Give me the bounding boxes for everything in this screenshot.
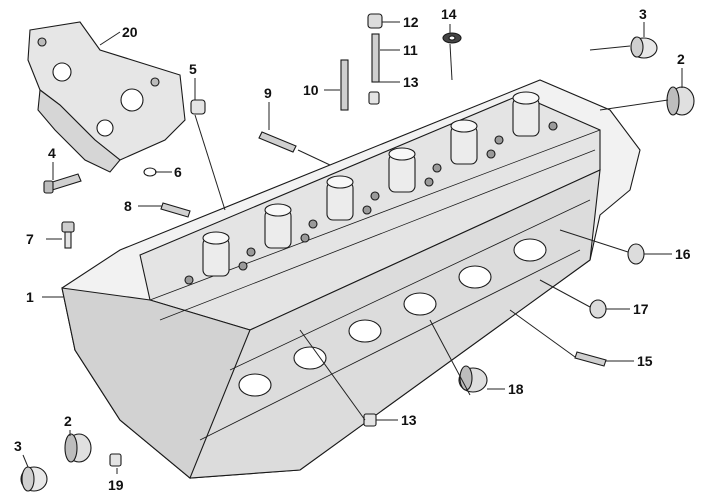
- callout-8: 8: [124, 198, 132, 214]
- stud-9: [258, 131, 297, 153]
- callout-18: 18: [508, 381, 524, 397]
- sleeve-5: [190, 99, 206, 115]
- port-opening: [238, 373, 272, 397]
- cam-carrier-tower: [432, 119, 496, 173]
- ports: [238, 238, 547, 397]
- port-opening: [403, 292, 437, 316]
- callout-10: 10: [303, 82, 319, 98]
- cap-bolt: [424, 177, 434, 187]
- callout-17: 17: [633, 301, 649, 317]
- sleeve-13-bottom: [363, 413, 377, 427]
- sleeve-13-top: [368, 91, 380, 105]
- port-opening: [458, 265, 492, 289]
- cam-carrier-tower: [308, 175, 372, 229]
- plug-3-bottom: [20, 466, 48, 492]
- cap-bolt: [432, 163, 442, 173]
- bolt-4: [43, 173, 82, 194]
- cap-bolt: [494, 135, 504, 145]
- plug-18: [458, 365, 488, 393]
- cam-carrier-tower: [370, 147, 434, 201]
- seal-2-bottom: [64, 433, 92, 463]
- callout-labels: 1 2 2 3 3 4 5 6 7 8 9 10 11 12 13 13 14 …: [14, 6, 691, 493]
- leader-lines: [22, 21, 683, 474]
- callout-7: 7: [26, 231, 34, 247]
- callout-19: 19: [108, 477, 124, 493]
- callout-9: 9: [264, 85, 272, 101]
- port-opening: [513, 238, 547, 262]
- cam-carrier-tower: [184, 231, 248, 285]
- cap-bolt: [308, 219, 318, 229]
- cap-bolt: [370, 191, 380, 201]
- sleeve-19: [109, 453, 122, 467]
- plug-3-top: [630, 36, 658, 59]
- stud-15: [574, 351, 607, 367]
- callout-13-bottom: 13: [401, 412, 417, 428]
- stud-10: [340, 59, 349, 111]
- sensor-7: [61, 221, 75, 249]
- stud-8: [160, 202, 191, 218]
- seal-2-top: [666, 86, 695, 116]
- stud-11: [371, 33, 380, 83]
- o-ring-6: [143, 167, 157, 177]
- callout-20: 20: [122, 24, 138, 40]
- callout-11: 11: [403, 42, 418, 58]
- cap-bolt: [300, 233, 310, 243]
- port-opening: [293, 346, 327, 370]
- plug-17: [589, 299, 607, 319]
- cap-bolt: [246, 247, 256, 257]
- cap-bolt: [486, 149, 496, 159]
- cam-carrier-tower: [494, 91, 558, 145]
- cap-bolt: [362, 205, 372, 215]
- callout-14: 14: [441, 6, 457, 22]
- cam-carrier-tower: [246, 203, 310, 257]
- plug-16: [627, 243, 645, 265]
- callout-3-bottom: 3: [14, 438, 22, 454]
- cap-bolt: [548, 121, 558, 131]
- nut-12: [367, 13, 383, 29]
- callout-3-top: 3: [639, 6, 647, 22]
- callout-6: 6: [174, 164, 182, 180]
- callout-2-top: 2: [677, 51, 685, 67]
- washer-14: [442, 32, 462, 44]
- callout-16: 16: [675, 246, 691, 262]
- callout-4: 4: [48, 145, 56, 161]
- callout-1: 1: [26, 289, 34, 305]
- cap-bolt: [184, 275, 194, 285]
- port-opening: [348, 319, 382, 343]
- cap-bolt: [238, 261, 248, 271]
- callout-12: 12: [403, 14, 419, 30]
- cam-carriers: [184, 91, 558, 285]
- bracket-assembly-20: [27, 21, 186, 173]
- callout-13-top: 13: [403, 74, 419, 90]
- callout-2-bottom: 2: [64, 413, 72, 429]
- callout-15: 15: [637, 353, 653, 369]
- callout-5: 5: [189, 61, 197, 77]
